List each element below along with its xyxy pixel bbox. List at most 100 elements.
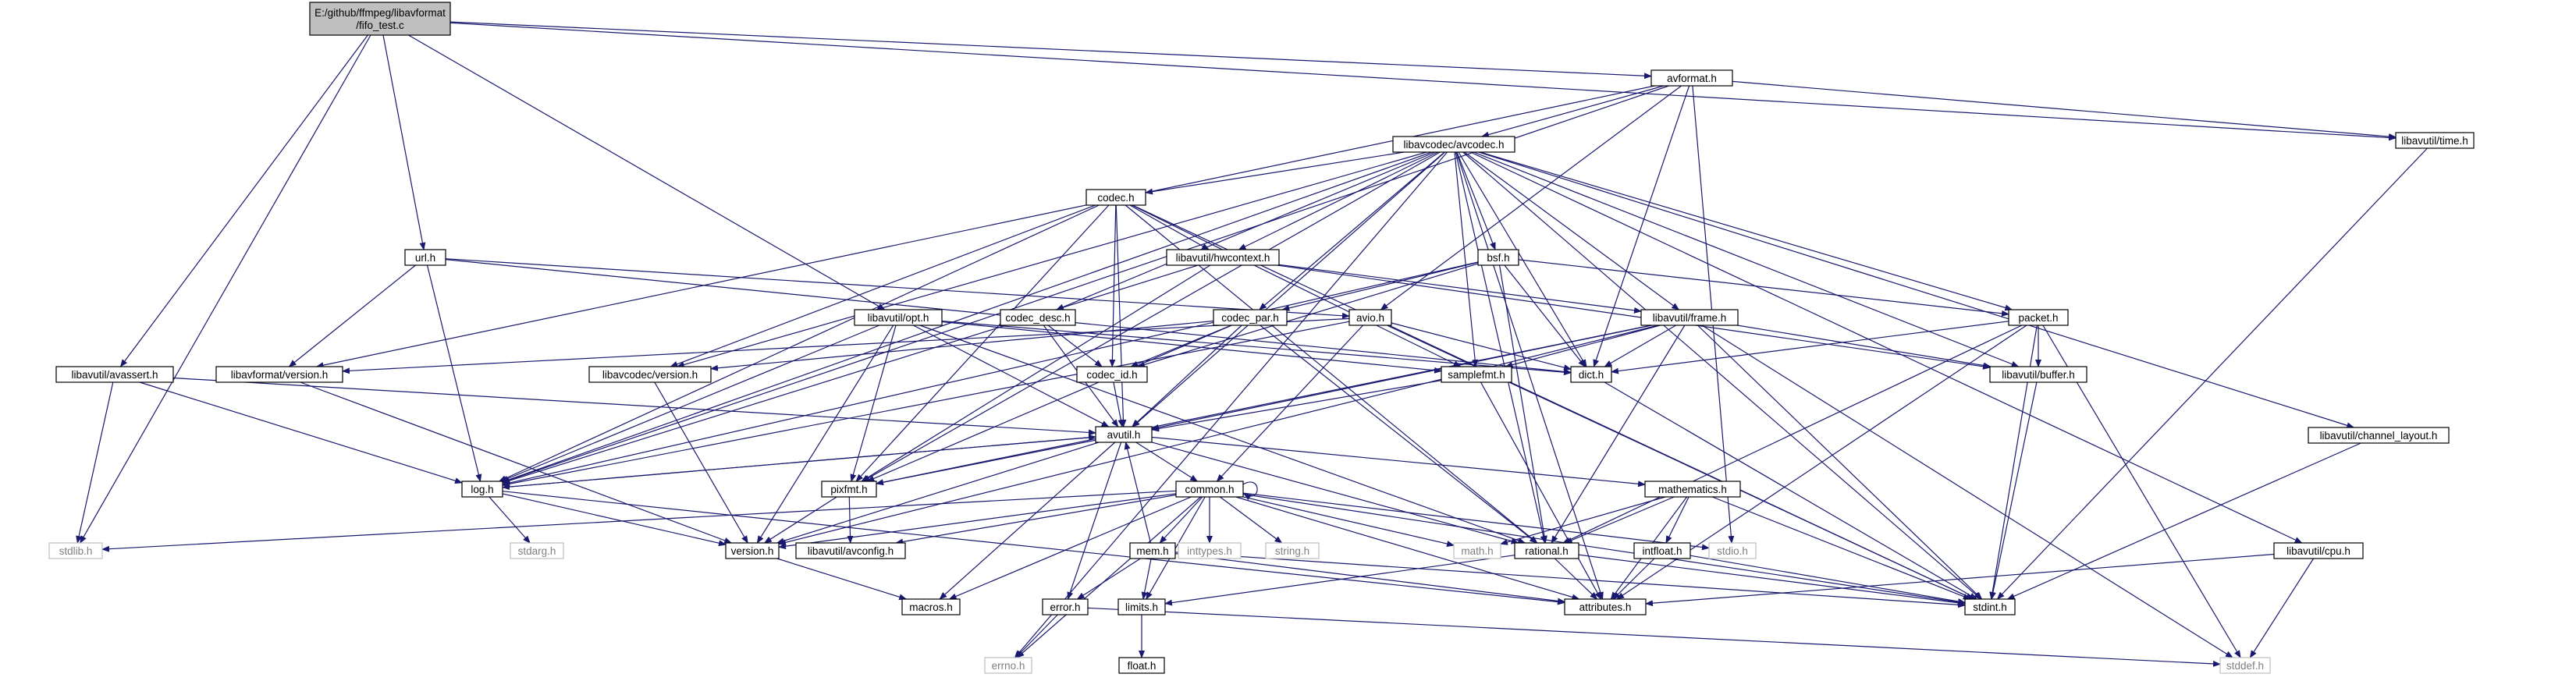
node-time-h[interactable]: libavutil/time.h (2395, 132, 2475, 149)
node-box (2008, 309, 2069, 326)
node-stdint-h[interactable]: stdint.h (1964, 598, 2016, 615)
node-error-h[interactable]: error.h (1042, 598, 1089, 615)
edge-avcodec_h-to-codec_desc_h (1056, 151, 1436, 310)
edge-opt_h-to-version_h (756, 325, 894, 544)
node-samplefmt-h[interactable]: samplefmt.h (1441, 366, 1512, 383)
edge-time_h-to-stdint_h (1996, 147, 2428, 600)
node-box (1564, 598, 1647, 615)
node-avconfig-h[interactable]: libavutil/avconfig.h (795, 542, 906, 559)
edge-avformat_h-to-avio_h (1380, 85, 1682, 310)
node-label: rational.h (1525, 545, 1569, 557)
edge-intfloat_h-to-stdint_h (1690, 555, 1966, 605)
node-mathematics-h[interactable]: mathematics.h (1644, 481, 1741, 498)
node-label: codec.h (1097, 192, 1134, 204)
edge-mathematics_h-to-math_h (1500, 496, 1666, 545)
edge-mem_h-to-avutil_h (1124, 442, 1152, 544)
node-box (854, 309, 943, 326)
node-lavc-version-h[interactable]: libavcodec/version.h (588, 366, 712, 383)
edge-root-to-time_h (449, 22, 2397, 141)
node-label: packet.h (2018, 312, 2058, 324)
edge-codec_par_h-to-avutil_h (1132, 325, 1242, 427)
node-box (309, 2, 451, 36)
node-frame-h[interactable]: libavutil/frame.h (1640, 309, 1739, 326)
node-box (1076, 366, 1148, 383)
edge-avcodec_h-to-packet_h (1480, 151, 2013, 311)
node-avassert-h[interactable]: libavutil/avassert.h (55, 366, 174, 383)
node-codec-id-h[interactable]: codec_id.h (1076, 366, 1148, 383)
node-box (1477, 249, 1519, 266)
edge-bsf_h-to-dict_h (1504, 264, 1586, 367)
node-limits-h[interactable]: limits.h (1117, 598, 1166, 615)
node-common-h[interactable]: common.h (1175, 481, 1244, 498)
node-packet-h[interactable]: packet.h (2008, 309, 2069, 326)
edge-log_h-to-stdarg_h (489, 496, 531, 544)
node-stdio-h: stdio.h (1708, 542, 1757, 559)
node-opt-h[interactable]: libavutil/opt.h (854, 309, 943, 326)
edge-avformat_h-to-time_h (1732, 80, 2397, 140)
node-avio-h[interactable]: avio.h (1348, 309, 1392, 326)
edge-avcodec_h-to-cpu_h (1470, 151, 2303, 544)
edge-hwcontext_h-to-frame_h (1278, 264, 1642, 314)
edge-common_h-to-math_h (1242, 496, 1455, 547)
edge-mathematics_h-to-stdint_h (1711, 496, 1971, 600)
edge-mem_h-to-stdint_h (1174, 552, 1966, 608)
node-label: dict.h (1579, 369, 1604, 381)
node-avutil-h[interactable]: avutil.h (1095, 426, 1153, 443)
node-hwcontext-h[interactable]: libavutil/hwcontext.h (1166, 249, 1280, 266)
node-label: avformat.h (1667, 73, 1717, 84)
edge-codec_par_h-to-rational_h (1260, 325, 1538, 544)
node-mem-h[interactable]: mem.h (1129, 542, 1176, 559)
node-label: macros.h (909, 601, 953, 613)
node-url-h[interactable]: url.h (404, 249, 446, 266)
node-codec-par-h[interactable]: codec_par.h (1213, 309, 1288, 326)
edge-lavf_version_h-to-version_h (300, 381, 733, 544)
node-root[interactable]: E:/github/ffmpeg/libavformat/fifo_test.c (309, 2, 451, 36)
edge-common_h-to-stdlib_h (101, 490, 1177, 552)
edge-common_h-to-macros_h (948, 496, 1192, 600)
node-buffer-h[interactable]: libavutil/buffer.h (1989, 366, 2087, 383)
node-label: avutil.h (1107, 429, 1141, 441)
node-dict-h[interactable]: dict.h (1570, 366, 1612, 383)
node-codec-h[interactable]: codec.h (1085, 189, 1146, 206)
node-box (1095, 426, 1153, 443)
edge-codec_par_h-to-codec_id_h (1130, 325, 1232, 367)
node-codec-desc-h[interactable]: codec_desc.h (1000, 309, 1076, 326)
edge-avcodec_h-to-pixfmt_h (862, 151, 1441, 482)
node-bsf-h[interactable]: bsf.h (1477, 249, 1519, 266)
node-box (1708, 542, 1757, 559)
node-attributes-h[interactable]: attributes.h (1564, 598, 1647, 615)
node-box (215, 366, 343, 383)
node-log-h[interactable]: log.h (461, 481, 503, 498)
edge-mem_h-to-attributes_h (1174, 553, 1565, 605)
node-label: math.h (1461, 545, 1493, 557)
node-pixfmt-h[interactable]: pixfmt.h (821, 481, 877, 498)
edge-avcodec_h-to-avutil_h (1132, 151, 1445, 427)
node-avformat-h[interactable]: avformat.h (1650, 69, 1733, 87)
node-label: libavcodec/avcodec.h (1403, 139, 1504, 151)
node-channel-layout-h[interactable]: libavutil/channel_layout.h (2308, 427, 2450, 444)
node-box (1118, 657, 1165, 674)
edge-samplefmt_h-to-avutil_h (1151, 380, 1442, 432)
node-lavf-version-h[interactable]: libavformat/version.h (215, 366, 343, 383)
edge-avcodec_h-to-dict_h (1458, 151, 1587, 367)
node-intfloat-h[interactable]: intfloat.h (1633, 542, 1691, 559)
node-box (1392, 136, 1515, 153)
edge-codec_desc_h-to-codec_id_h (1047, 325, 1103, 367)
edge-common_h-to-mem_h (1159, 496, 1203, 544)
node-version-h[interactable]: version.h (725, 542, 780, 559)
node-box (1453, 542, 1501, 559)
node-avcodec-h[interactable]: libavcodec/avcodec.h (1392, 136, 1515, 153)
node-box (510, 542, 564, 559)
edge-avio_h-to-dict_h (1391, 322, 1572, 371)
edge-opt_h-to-pixfmt_h (850, 325, 897, 482)
node-rational-h[interactable]: rational.h (1514, 542, 1579, 559)
node-cpu-h[interactable]: libavutil/cpu.h (2273, 542, 2364, 559)
node-macros-h[interactable]: macros.h (901, 598, 961, 615)
node-label: pixfmt.h (830, 484, 867, 495)
node-label: codec_id.h (1086, 369, 1137, 381)
edge-opt_h-to-samplefmt_h (941, 321, 1442, 374)
edge-bsf_h-to-log_h (502, 261, 1479, 486)
node-float-h[interactable]: float.h (1118, 657, 1165, 674)
edge-frame_h-to-stddef_h (1701, 325, 2233, 658)
